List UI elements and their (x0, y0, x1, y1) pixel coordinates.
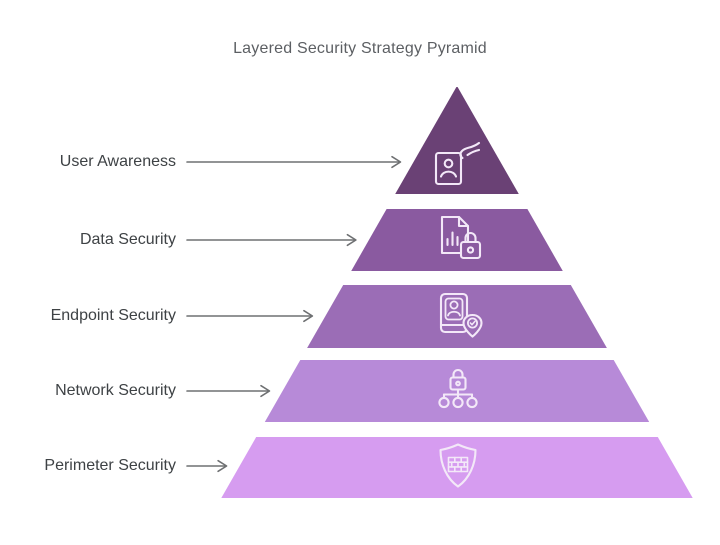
arrow-perimeter-security (186, 459, 228, 473)
arrow-endpoint-security (186, 309, 314, 323)
pyramid-layer-endpoint-security (307, 285, 607, 348)
diagram-title: Layered Security Strategy Pyramid (233, 40, 487, 57)
layer-label-network-security: Network Security (55, 382, 176, 399)
layer-label-endpoint-security: Endpoint Security (50, 307, 176, 324)
layer-label-user-awareness: User Awareness (59, 153, 176, 170)
network-lock-icon (438, 368, 478, 409)
pyramid-layer-user-awareness (395, 87, 519, 194)
shield-brick-wall-icon (439, 443, 477, 488)
mobile-user-location-icon (439, 292, 483, 338)
arrow-data-security (186, 233, 357, 247)
document-chart-lock-icon (440, 215, 482, 260)
arrow-user-awareness (186, 155, 402, 169)
hand-id-badge-icon (434, 141, 481, 186)
layer-label-perimeter-security: Perimeter Security (44, 457, 176, 474)
layer-label-data-security: Data Security (79, 231, 176, 248)
arrow-network-security (186, 384, 271, 398)
